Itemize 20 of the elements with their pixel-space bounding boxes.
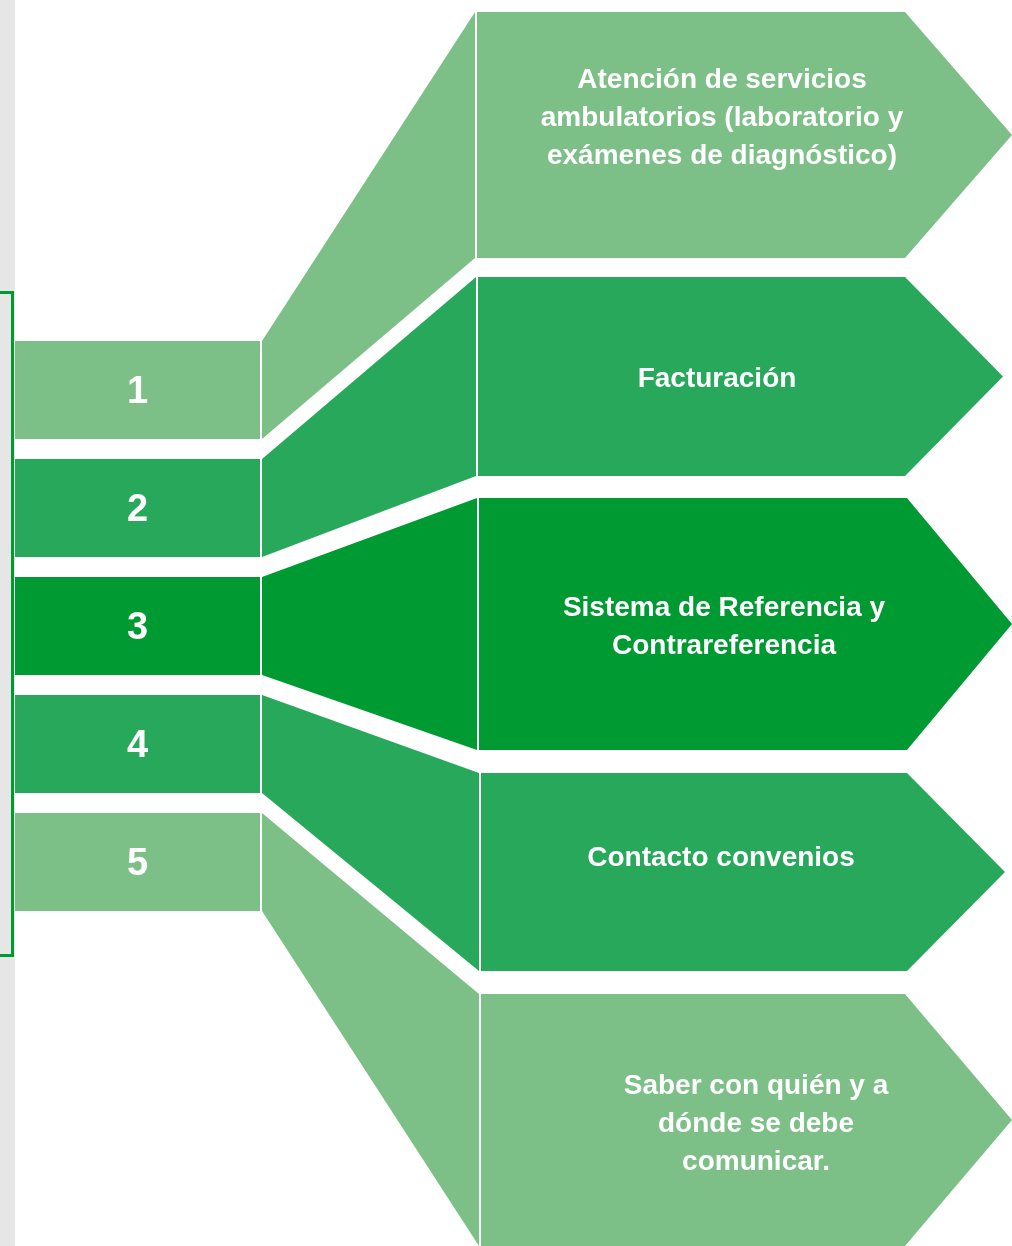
funnel-connector xyxy=(262,12,475,439)
funnel-connector xyxy=(262,498,477,750)
funnel-connector xyxy=(262,277,476,557)
step-number: 4 xyxy=(125,722,150,767)
step-number: 2 xyxy=(125,486,150,531)
number-box xyxy=(15,695,260,793)
number-box xyxy=(15,813,260,911)
number-box xyxy=(15,341,260,439)
funnel-connector xyxy=(262,813,479,1246)
arrow-label: Atención de servicios ambulatorios (laboratorio y exámenes de diagnóstico) xyxy=(539,62,905,172)
arrow-label: Facturación xyxy=(636,361,798,395)
number-box xyxy=(15,577,260,675)
step-number: 3 xyxy=(125,604,150,649)
arrow-label: Sistema de Referencia y Contrareferencia xyxy=(561,590,887,662)
arrow-label: Saber con quién y a dónde se debe comunicar. xyxy=(622,1068,890,1178)
funnel-connector xyxy=(262,695,479,971)
arrow-label: Contacto convenios xyxy=(586,840,856,874)
step-number: 1 xyxy=(125,368,150,413)
step-number: 5 xyxy=(125,840,150,885)
number-box xyxy=(15,459,260,557)
